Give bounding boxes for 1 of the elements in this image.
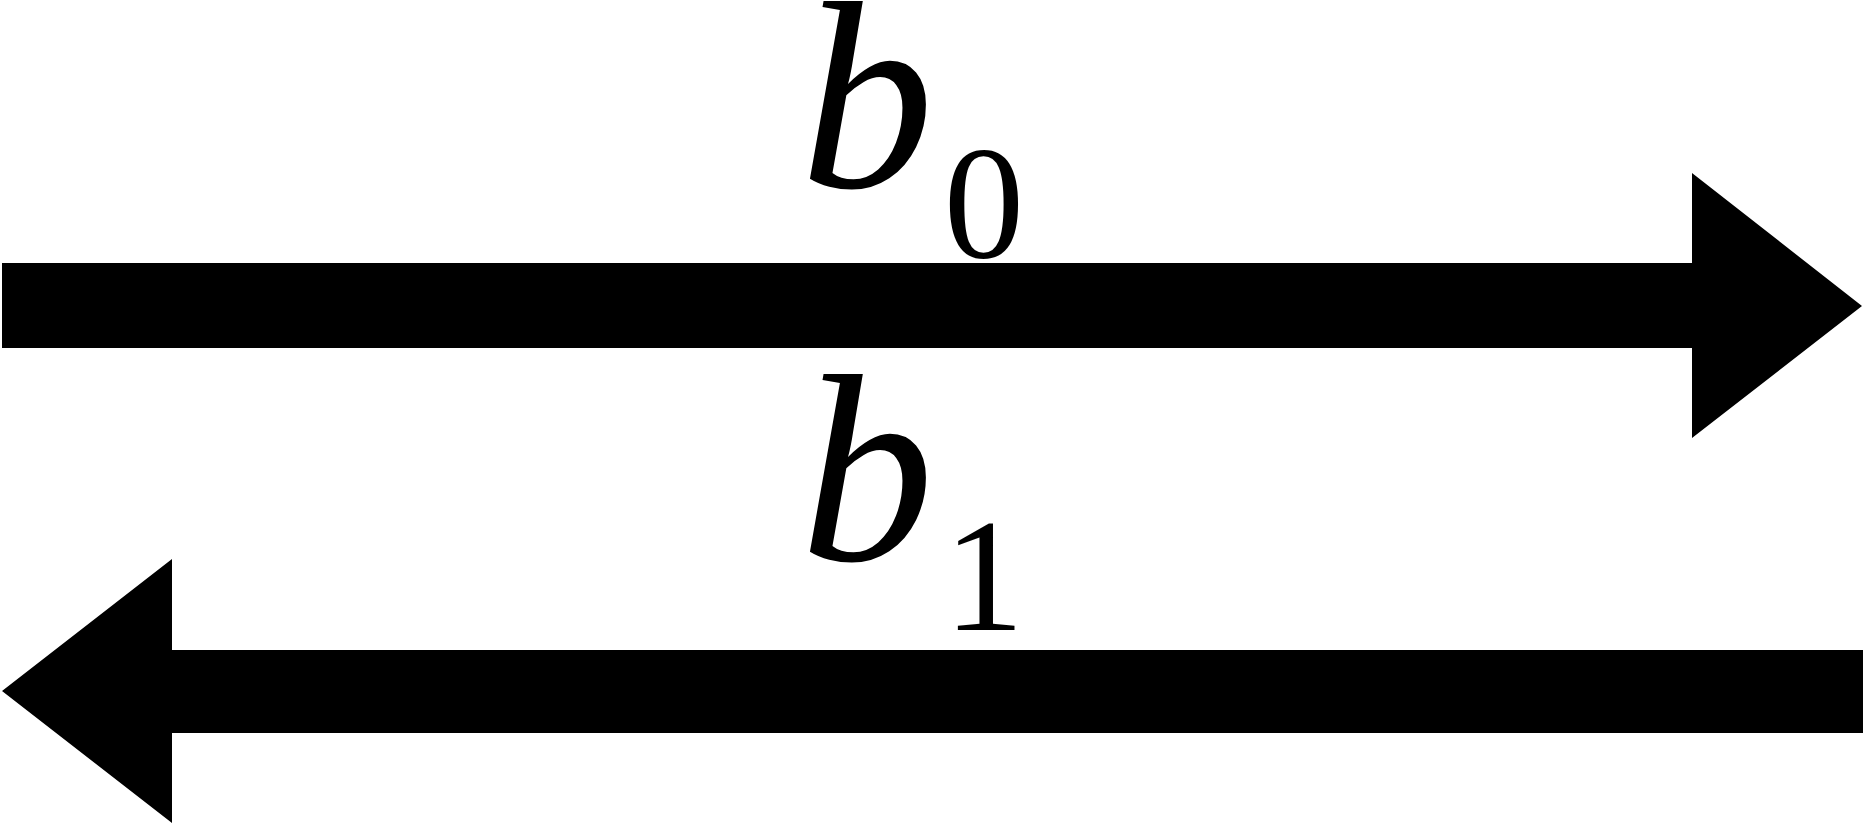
variable-label: b$_{1}$ bbox=[800, 374, 1025, 635]
